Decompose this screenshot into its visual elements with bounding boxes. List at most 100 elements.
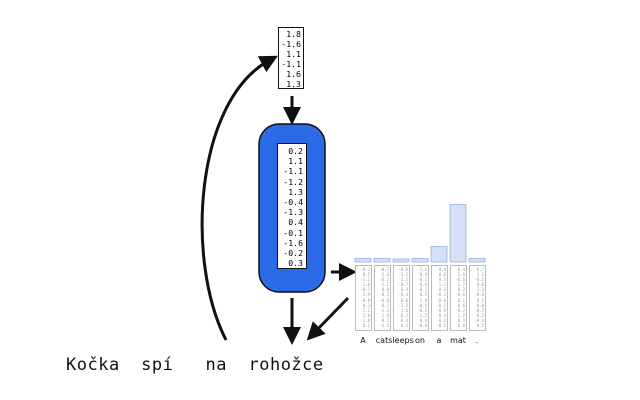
attention-column-value: -0.7	[474, 307, 484, 313]
attention-column-value: -1.1	[360, 277, 370, 283]
attention-column-value: 0.3	[438, 287, 446, 293]
attention-column-value: 1.1	[400, 277, 408, 283]
encoder-output-value: -1.6	[281, 39, 301, 49]
attention-bar	[468, 258, 486, 263]
attention-column-value: 0.4	[419, 272, 427, 278]
attention-bar	[411, 258, 429, 263]
encoder-output-value: 1.3	[286, 79, 301, 89]
attention-column-value: -0.1	[417, 277, 427, 283]
attention-column-value: -0.4	[474, 317, 484, 323]
attention-column-value: -0.7	[379, 267, 389, 272]
attention-column-value: -0.1	[436, 302, 446, 308]
encoder-output-value: 1.1	[286, 49, 301, 59]
attention-column-value: 1.0	[362, 282, 370, 288]
attention-column-value: -0.6	[379, 297, 389, 303]
attention-column-value: 0.4	[400, 287, 408, 293]
attention-column-value: 0.0	[400, 297, 408, 303]
decoder-state-value: -1.3	[283, 207, 303, 218]
attention-column-value: 0.1	[457, 297, 465, 303]
attention-column-value: 0.6	[438, 272, 446, 278]
attention-bars	[354, 204, 486, 263]
decoder-state-value: 0.4	[288, 217, 303, 228]
attention-bar	[392, 258, 410, 263]
attention-column-value: 2.0	[362, 312, 370, 318]
decoder-state-value: -1.2	[283, 176, 303, 187]
attention-column-value: -0.1	[474, 277, 484, 283]
attention-column-value: 0.1	[476, 297, 484, 303]
attention-column-value: 0.2	[362, 323, 370, 329]
attention-column-value: 1.1	[476, 272, 484, 278]
attention-column-value: 0.2	[438, 317, 446, 323]
attention-column-value: 1.1	[419, 267, 427, 272]
attention-column-value: 0.4	[438, 267, 446, 272]
attention-column-value: 0.4	[457, 317, 465, 323]
attention-column-value: 0.6	[457, 323, 465, 329]
attention-column-value: 0.4	[419, 317, 427, 323]
attention-column-value: 0.1	[381, 317, 389, 323]
attention-column-value: 0.4	[400, 317, 408, 323]
attention-column-value: 1.0	[381, 272, 389, 278]
attention-column-value: 0.6	[476, 282, 484, 288]
attention-column-value: 0.9	[438, 307, 446, 313]
attention-bar	[449, 204, 467, 263]
attention-column-value: 1.8	[419, 297, 427, 303]
decoder-state-value: 1.3	[288, 186, 303, 197]
attention-column-value: 0.3	[362, 302, 370, 308]
attention-column-value: 0.0	[476, 302, 484, 308]
encoder-output-value: 1.8	[286, 29, 301, 39]
attention-column-value: 0.6	[457, 302, 465, 308]
attention-column-value: 1.2	[457, 312, 465, 318]
decoder-state-value: -1.6	[283, 237, 303, 248]
attention-bar	[430, 246, 448, 263]
attention-column-value: -0.4	[417, 282, 427, 288]
attention-column-value: 0.2	[400, 312, 408, 318]
attention-column-value: -0.1	[436, 292, 446, 298]
decoder-state-value: 1.1	[288, 156, 303, 167]
attention-column-value: -0.7	[455, 307, 465, 313]
attention-column-value: -0.7	[360, 287, 370, 293]
attention-column-value: 0.7	[476, 267, 484, 272]
attention-column-value: -0.6	[455, 277, 465, 283]
attention-column-value: -0.2	[379, 277, 389, 283]
encoder-output-value: -1.1	[281, 59, 301, 69]
attention-column-value: 1.2	[419, 312, 427, 318]
attention-column-value: 0.5	[476, 323, 484, 329]
attention-column-value: 0.3	[438, 277, 446, 283]
attention-column-value: 1.9	[362, 292, 370, 298]
attention-column-value: -0.1	[417, 287, 427, 293]
attention-column-value: -0.1	[436, 323, 446, 329]
attention-column-value: -1.5	[398, 302, 408, 308]
attention-column-value: -0.6	[417, 323, 427, 329]
encoder-output-value: 1.6	[286, 69, 301, 79]
attention-token: on	[415, 336, 425, 345]
attention-column-value: 0.2	[362, 267, 370, 272]
attention-column-value: 1.1	[438, 282, 446, 288]
attention-column-value: 0.2	[457, 287, 465, 293]
attention-column-value: -1.8	[360, 317, 370, 323]
attention-column-value: 0.5	[362, 272, 370, 278]
attention-column-value: -1.5	[379, 323, 389, 329]
attention-column-value: 1.9	[381, 312, 389, 318]
attention-column-value: 1.6	[400, 307, 408, 313]
attention-column-value: -0.7	[398, 282, 408, 288]
attention-column-value: -0.0	[436, 297, 446, 303]
attention-column-value: 0.2	[476, 312, 484, 318]
attention-bar	[354, 258, 372, 263]
attention-column-value: -0.6	[455, 292, 465, 298]
attention-column-value: -0.6	[474, 292, 484, 298]
attention-token: sleeps	[388, 336, 414, 345]
attention-token: A	[360, 336, 366, 345]
attention-column-value: -1.3	[379, 307, 389, 313]
attention-token: a	[436, 336, 442, 345]
attention-column-value: -0.8	[360, 297, 370, 303]
decoder-state-value: 0.3	[288, 258, 303, 269]
output-sentence: Kočka spí na rohožce	[66, 355, 324, 375]
